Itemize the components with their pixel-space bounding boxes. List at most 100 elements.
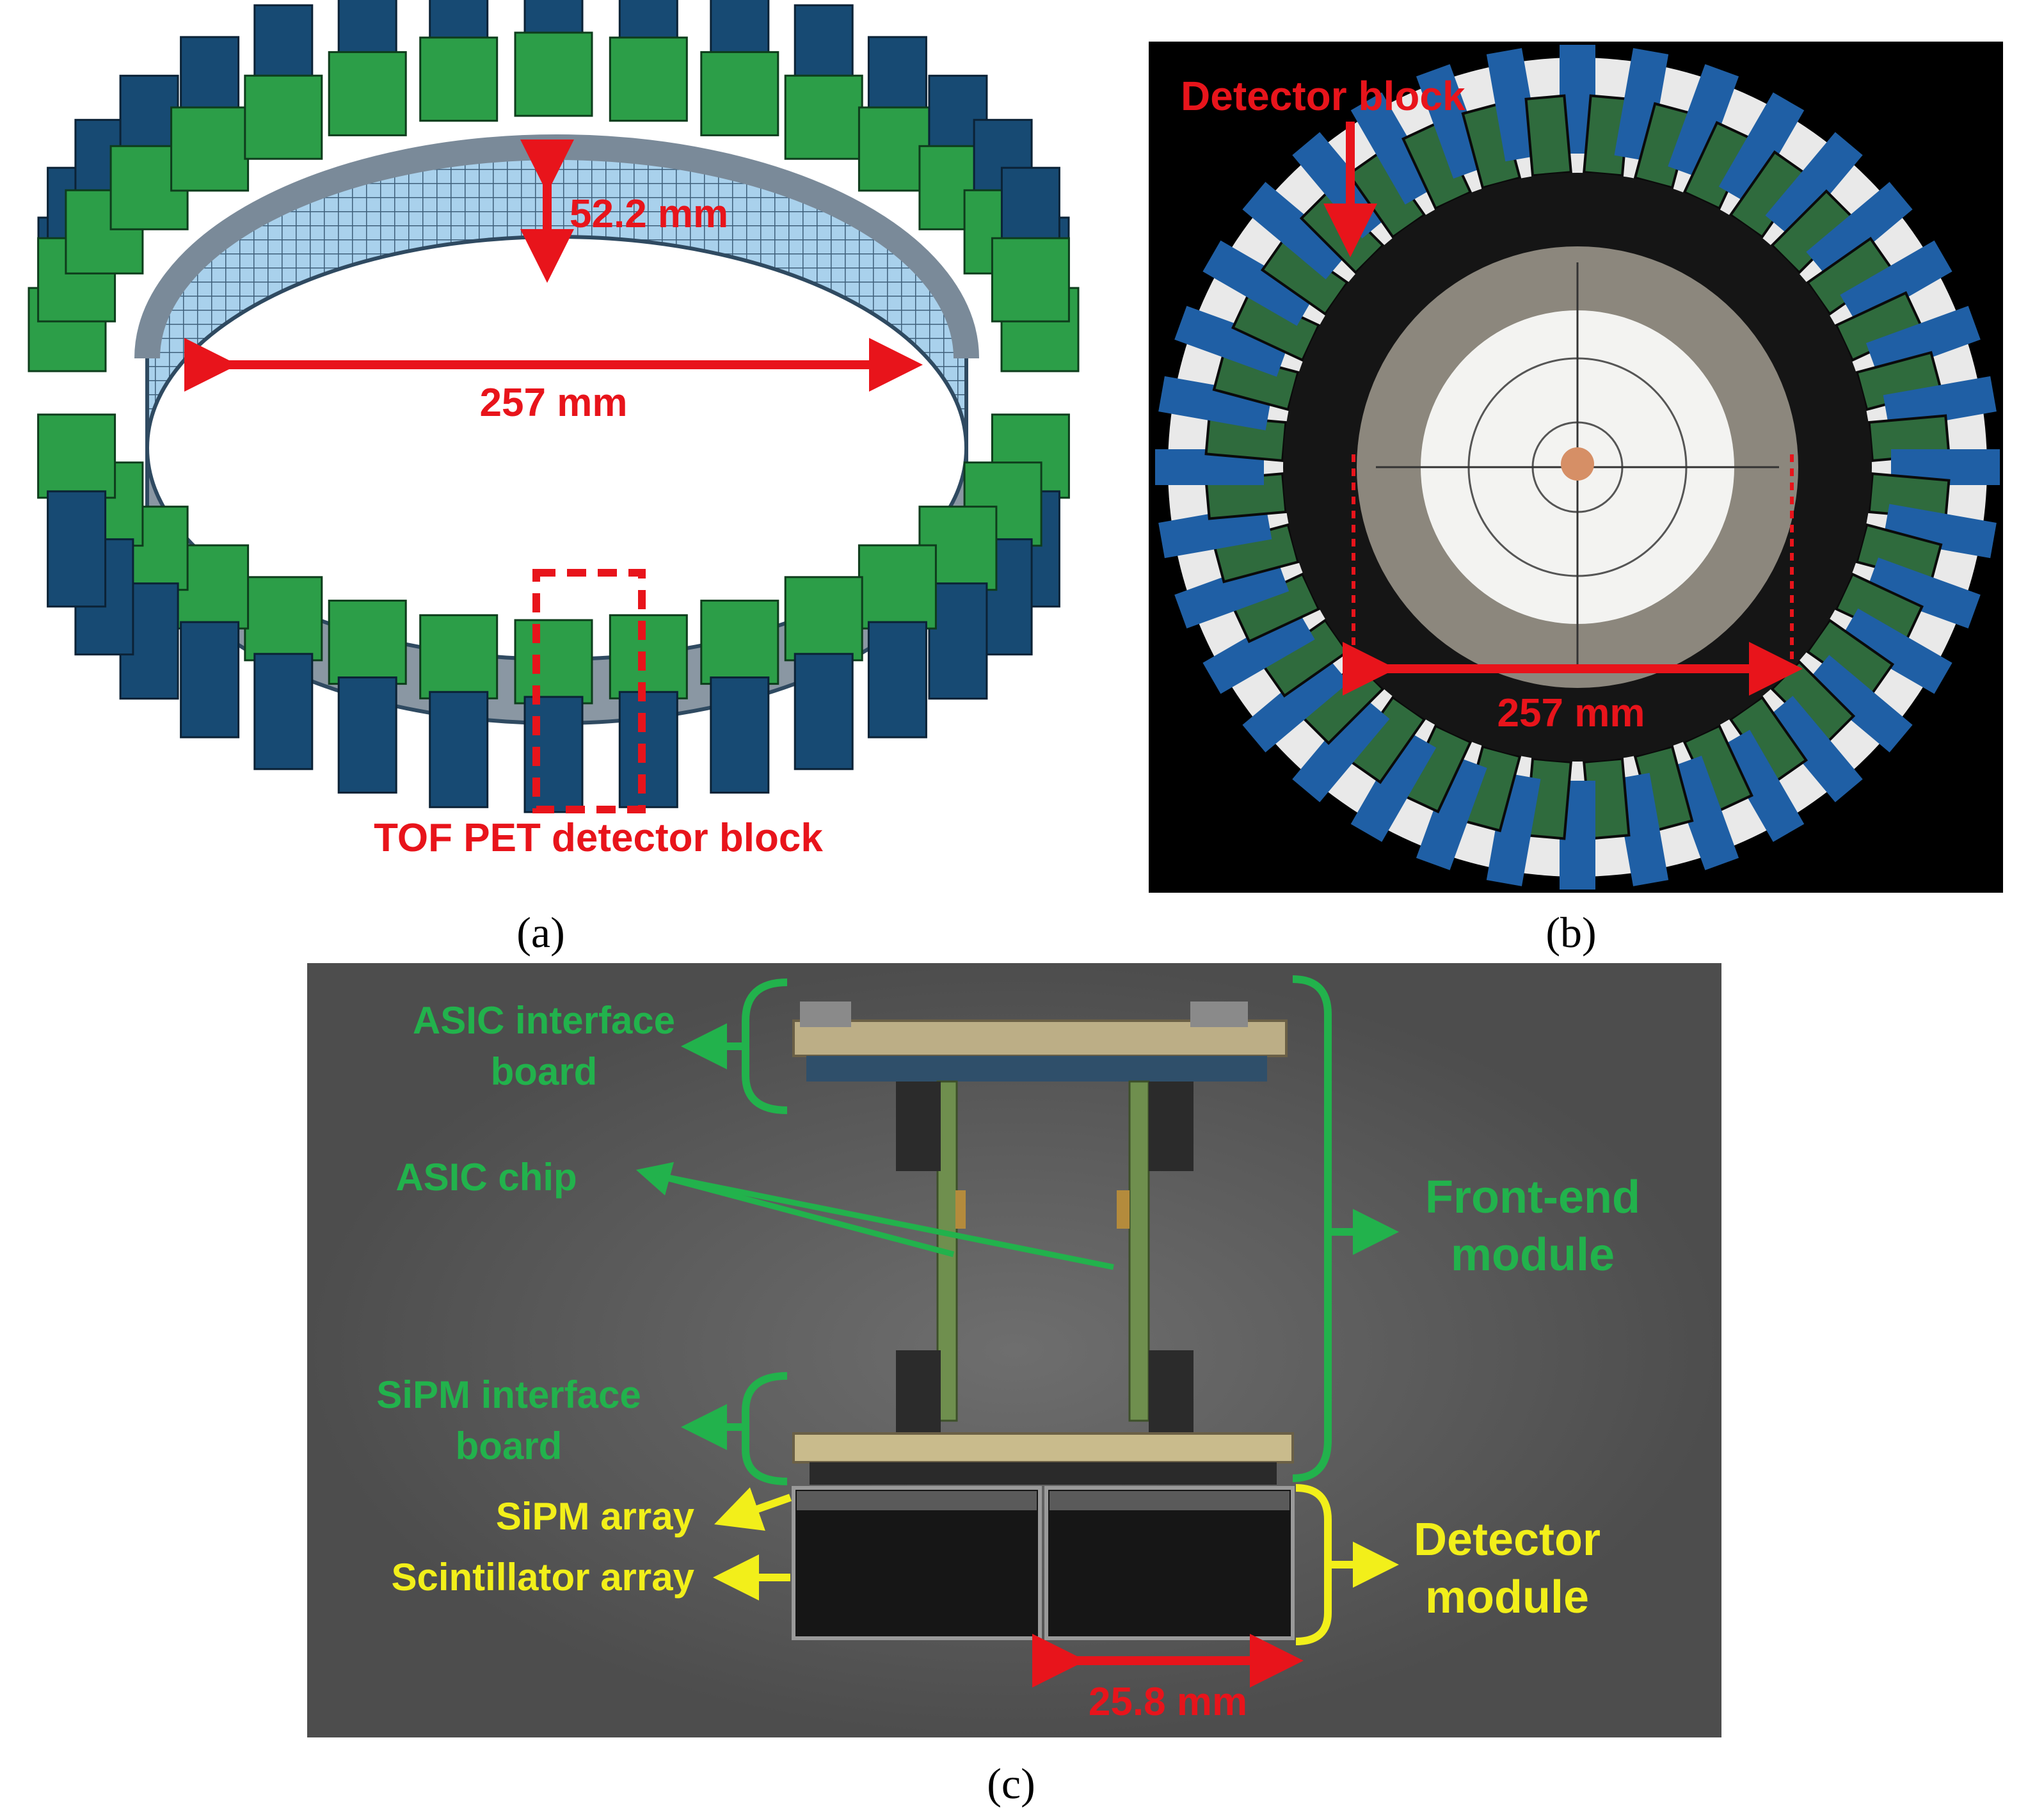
- ribbon-cable: [1718, 92, 1805, 205]
- ribbon-cable: [1883, 376, 1997, 431]
- detector-block-module: [784, 4, 863, 160]
- panel-c-photo: [307, 963, 1721, 1737]
- ribbon-cable: [1158, 504, 1272, 559]
- detector-block-module: [858, 36, 937, 192]
- detector-block-module: [700, 0, 779, 136]
- detector-block-module: [419, 0, 499, 122]
- diameter-label-b: 257 mm: [1497, 691, 1645, 735]
- connector-left-top: [800, 1002, 851, 1027]
- point-source: [1561, 447, 1594, 481]
- ring-front-modules: [37, 413, 1070, 813]
- detector-block-module: [858, 544, 937, 738]
- detector-block-module: [109, 506, 189, 700]
- ribbon-cable: [1668, 755, 1739, 870]
- left-board-connector-top: [896, 1082, 941, 1171]
- right-board-connector-bottom: [1149, 1350, 1194, 1433]
- width-label: 25.8 mm: [1089, 1680, 1247, 1724]
- sipm-array-arrow: [714, 1487, 792, 1531]
- front-end-label-1: Front-end: [1425, 1172, 1640, 1223]
- detector-module-brace: [1295, 1484, 1332, 1645]
- block-label-a: TOF PET detector block: [374, 816, 823, 860]
- panel-b-photo: [1149, 42, 2003, 893]
- detector-module-left: [792, 1486, 1042, 1640]
- detector-block-module: [170, 36, 250, 192]
- ring-back-modules: [28, 0, 1080, 372]
- ribbon-cable: [1350, 92, 1437, 205]
- ribbon-cable: [1840, 608, 1952, 694]
- asic-chip-left: [955, 1190, 966, 1229]
- detector-module-label-1: Detector: [1414, 1514, 1601, 1565]
- ribbon-cable: [1174, 305, 1289, 377]
- ribbon-cable: [1765, 132, 1863, 239]
- detector-block-module: [37, 413, 116, 608]
- ribbon-cable: [1668, 64, 1739, 179]
- block-highlight-box: [532, 569, 646, 813]
- ribbon-cable: [1486, 48, 1541, 162]
- ribbon-cable: [1891, 449, 2000, 485]
- scintillator-array-label: Scintillator array: [391, 1556, 694, 1599]
- asic-board-label-1: ASIC interface: [413, 999, 675, 1042]
- caption-a: (a): [516, 908, 564, 957]
- detector-module-right: [1044, 1486, 1295, 1640]
- diameter-label-a: 257 mm: [480, 381, 628, 425]
- detector-module-label-2: module: [1425, 1572, 1589, 1623]
- ribbon-cable: [1416, 755, 1487, 870]
- height-label: 52.2 mm: [570, 192, 728, 236]
- asic-board-underside: [806, 1056, 1267, 1082]
- detector-block-module: [328, 0, 407, 136]
- sipm-board-brace: [742, 1372, 788, 1485]
- caption-c: (c): [987, 1759, 1035, 1808]
- detector-block-module: [991, 166, 1070, 323]
- ribbon-cable: [1883, 504, 1997, 559]
- detector-block-module: [514, 619, 593, 813]
- sipm-array-strip-left: [797, 1491, 1037, 1510]
- sipm-board-connectors: [810, 1462, 1277, 1485]
- ribbon-cable: [1486, 772, 1541, 886]
- block-label-b: Detector block: [1181, 73, 1465, 119]
- ribbon-cable: [1158, 376, 1272, 431]
- asic-board-brace: [742, 978, 788, 1114]
- sipm-board-label-2: board: [456, 1425, 563, 1467]
- ribbon-cable: [1765, 696, 1863, 802]
- detector-block-photo: [1524, 94, 1572, 177]
- front-end-label-2: module: [1451, 1229, 1615, 1281]
- ribbon-cable: [1242, 655, 1349, 753]
- asic-board-label-2: board: [491, 1050, 598, 1093]
- ribbon-cable: [1242, 182, 1349, 280]
- ribbon-cable: [1718, 730, 1805, 842]
- sipm-array-strip-right: [1050, 1491, 1289, 1510]
- sipm-array-label: SiPM array: [496, 1495, 695, 1538]
- right-front-end-board: [1128, 1080, 1150, 1422]
- ribbon-cable: [1155, 449, 1264, 485]
- ribbon-cable: [1350, 730, 1437, 842]
- connector-right-top: [1190, 1002, 1248, 1027]
- left-board-connector-bottom: [896, 1350, 941, 1433]
- detector-block-module: [609, 0, 688, 122]
- ribbon-cable: [1202, 240, 1315, 326]
- detector-block-module: [784, 576, 863, 770]
- ribbon-cable: [1614, 48, 1669, 162]
- asic-chip-pointer-left: [635, 1161, 955, 1257]
- caption-b: (b): [1545, 908, 1596, 957]
- ribbon-cable: [1202, 608, 1315, 694]
- ribbon-cable: [1865, 305, 1981, 377]
- detector-block-module: [244, 4, 323, 160]
- ribbon-cable: [1174, 557, 1289, 629]
- detector-block-module: [514, 0, 593, 117]
- asic-chip-label: ASIC chip: [395, 1156, 577, 1199]
- ribbon-cable: [1416, 64, 1487, 179]
- ribbon-cable: [1614, 772, 1669, 886]
- ribbon-cable: [1806, 655, 1913, 753]
- ribbon-cable: [1865, 557, 1981, 629]
- asic-chip-pointer-right: [652, 1171, 1114, 1270]
- ribbon-cable: [1292, 696, 1390, 802]
- right-board-connector-top: [1149, 1082, 1194, 1171]
- detector-block-module: [419, 614, 499, 808]
- ribbon-cable: [1840, 240, 1952, 326]
- front-end-brace: [1292, 975, 1332, 1482]
- sipm-interface-board: [792, 1432, 1294, 1464]
- sipm-board-label-1: SiPM interface: [376, 1373, 641, 1416]
- detector-block-module: [609, 614, 688, 808]
- detector-block-module: [700, 600, 779, 794]
